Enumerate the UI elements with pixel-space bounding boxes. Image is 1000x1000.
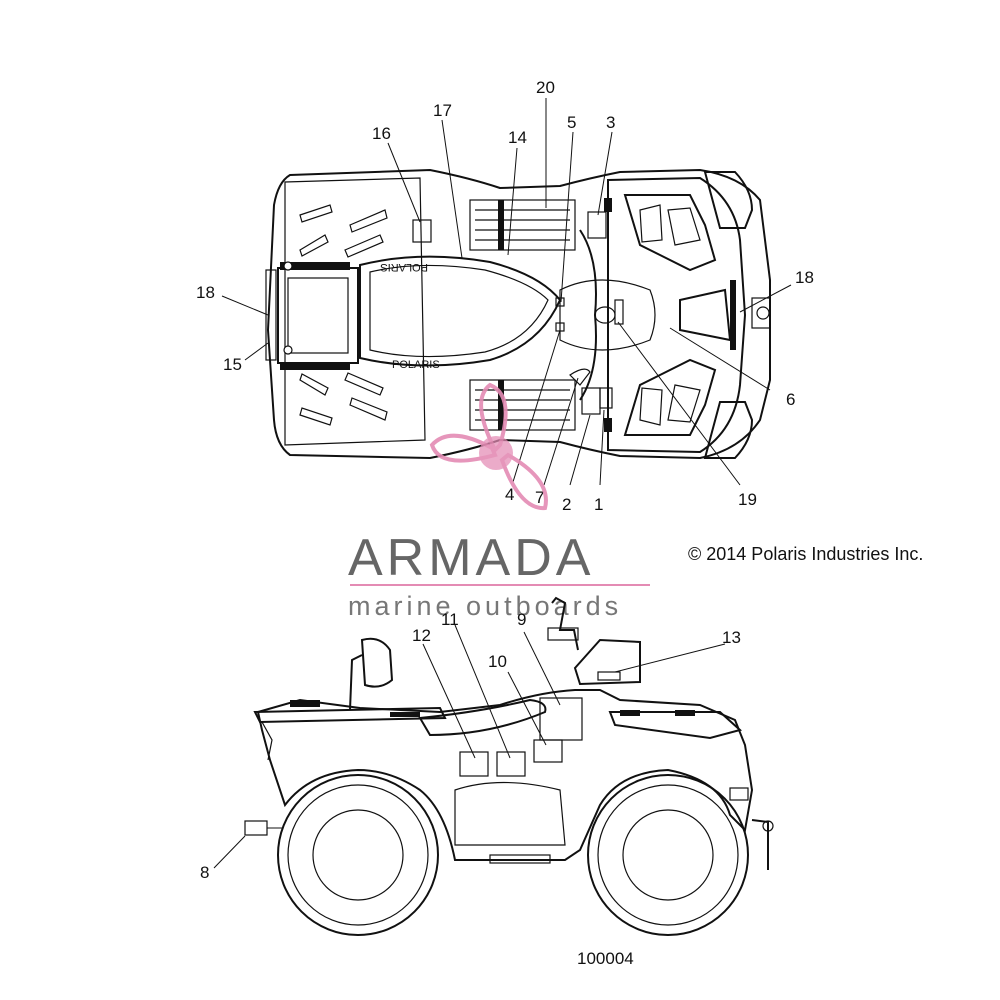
- side-body-outline: [256, 689, 754, 861]
- footwell-bottom: [469, 379, 576, 431]
- callout-17: 17: [433, 101, 452, 120]
- decal-1: [599, 387, 613, 409]
- side-view-leaders: [213, 624, 726, 869]
- decal-11: [496, 751, 526, 777]
- callout-19: 19: [738, 490, 757, 509]
- side-rear-rack: [253, 706, 447, 724]
- side-front-rack: [608, 711, 743, 740]
- rear-body-outline: [266, 168, 771, 460]
- front-tire-bottom: [703, 401, 754, 459]
- propeller-logo: [429, 382, 548, 511]
- watermark-tagline: marine outboards: [348, 591, 622, 621]
- headlight-pod: [573, 638, 641, 686]
- footwell-top: [469, 199, 576, 251]
- rear-fender-panel: [284, 177, 426, 446]
- front-winch: [751, 297, 771, 329]
- callout-5: 5: [567, 113, 576, 132]
- rear-reflector: [265, 269, 277, 361]
- top-view-leaders: [221, 98, 792, 486]
- decal-13: [597, 671, 621, 681]
- hood-logo-bottom: POLARIS: [392, 359, 440, 371]
- callout-3: 3: [606, 113, 615, 132]
- decal-12: [459, 751, 489, 777]
- front-tire-top: [703, 171, 754, 229]
- callout-13: 13: [722, 628, 741, 647]
- callout-10: 10: [488, 652, 507, 671]
- front-hook: [751, 819, 769, 870]
- side-seat: [418, 698, 547, 737]
- decal-16: [412, 219, 432, 243]
- callout-6: 6: [786, 390, 795, 409]
- front-rack: [604, 176, 747, 454]
- armada-watermark: ARMADA marine outboards: [348, 382, 650, 621]
- callout-16: 16: [372, 124, 391, 143]
- decal-9: [539, 697, 583, 741]
- callout-1: 1: [594, 495, 603, 514]
- figure-number: 100004: [577, 949, 634, 968]
- hood-logo-top: POLARIS: [380, 261, 428, 273]
- rear-rack-slats: [299, 204, 388, 426]
- decal-8: [244, 820, 268, 836]
- rear-wheel: [277, 774, 439, 936]
- decal-3: [587, 211, 607, 239]
- callout-18-front: 18: [795, 268, 814, 287]
- backrest-pad: [360, 637, 394, 688]
- console: [559, 279, 656, 351]
- copyright-notice: © 2014 Polaris Industries Inc.: [688, 544, 923, 564]
- callout-15: 15: [223, 355, 242, 374]
- watermark-name: ARMADA: [348, 529, 594, 587]
- callout-11: 11: [441, 610, 459, 629]
- callout-18-rear: 18: [196, 283, 215, 302]
- callout-9: 9: [517, 610, 526, 629]
- callout-20: 20: [536, 78, 555, 97]
- side-footwell: [454, 781, 566, 846]
- callout-7: 7: [535, 488, 544, 507]
- backrest-post: [349, 654, 363, 711]
- callout-14: 14: [508, 128, 527, 147]
- callout-12: 12: [412, 626, 431, 645]
- mirror: [551, 596, 579, 651]
- callout-8: 8: [200, 863, 209, 882]
- callout-4: 4: [505, 485, 514, 504]
- atv-top-view: POLARIS POLARIS: [265, 168, 771, 460]
- decal-10: [533, 739, 563, 763]
- callout-2: 2: [562, 495, 571, 514]
- atv-side-view: [244, 596, 774, 936]
- front-wheel: [587, 774, 749, 936]
